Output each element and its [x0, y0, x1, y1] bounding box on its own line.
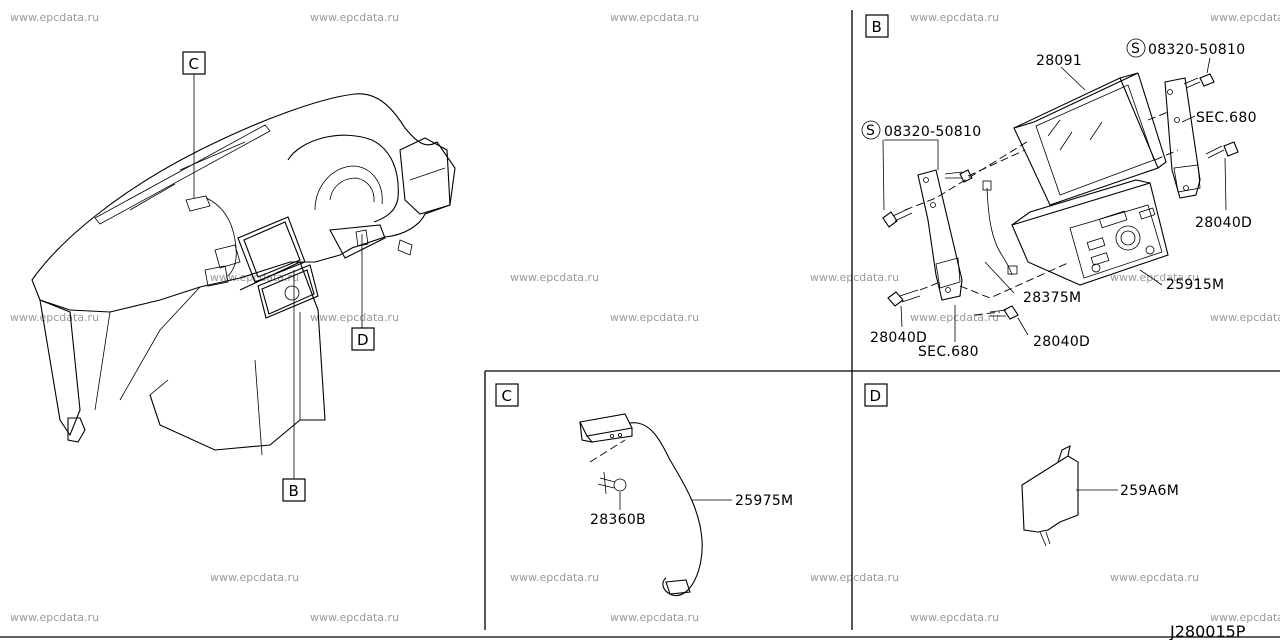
- ref-label: D: [870, 387, 882, 405]
- control-module: [1021, 445, 1079, 547]
- watermark: www.epcdata.ru: [1210, 11, 1280, 24]
- s-letter: S: [1131, 41, 1140, 57]
- part-label-sec680-bottom: SEC.680: [918, 344, 979, 360]
- part-label-259a6m: 259A6M: [1120, 483, 1179, 499]
- ref-label: C: [189, 55, 199, 73]
- clip-icon: [597, 471, 627, 495]
- screw-icon: [887, 289, 921, 307]
- screw-icon: [989, 305, 1019, 320]
- screw-icon: [944, 169, 973, 183]
- part-label-28040d-right: 28040D: [1195, 215, 1252, 231]
- panel-b: B: [861, 14, 1257, 360]
- s-symbol-icon: S: [861, 120, 881, 140]
- watermark: www.epcdata.ru: [910, 311, 999, 324]
- screw-icon: [882, 207, 913, 228]
- harness-cable: [629, 422, 703, 597]
- s-symbol-icon: S: [1126, 38, 1146, 58]
- watermark: www.epcdata.ru: [210, 271, 299, 284]
- panel-c: C 28360B 25975M: [495, 383, 793, 597]
- watermark: www.epcdata.ru: [510, 271, 599, 284]
- bracket-left: [917, 169, 963, 301]
- ref-label: C: [502, 387, 512, 405]
- ref-box-c[interactable]: C: [495, 383, 519, 407]
- part-label-25975m: 25975M: [735, 493, 793, 509]
- watermark: www.epcdata.ru: [10, 611, 99, 624]
- panel-frames: [0, 10, 1280, 638]
- ref-box-d[interactable]: D: [864, 383, 888, 407]
- watermark: www.epcdata.ru: [310, 611, 399, 624]
- screw-icon: [1183, 57, 1215, 89]
- part-label-sec680-top: SEC.680: [1196, 110, 1257, 126]
- watermark: www.epcdata.ru: [810, 571, 899, 584]
- audio-unit: [1011, 179, 1169, 286]
- ref-box-c-main[interactable]: C: [182, 51, 206, 75]
- watermark: www.epcdata.ru: [1210, 311, 1280, 324]
- watermark: www.epcdata.ru: [1210, 611, 1280, 624]
- watermark: www.epcdata.ru: [310, 11, 399, 24]
- part-label-08320-top: 08320-50810: [1148, 42, 1245, 58]
- ref-label: B: [289, 482, 299, 500]
- watermark: www.epcdata.ru: [10, 311, 99, 324]
- part-label-28091: 28091: [1036, 53, 1082, 69]
- module-block: [579, 413, 633, 443]
- ref-box-b-main[interactable]: B: [282, 478, 306, 502]
- watermark: www.epcdata.ru: [310, 311, 399, 324]
- panel-d: D 259A6M: [864, 383, 1179, 547]
- ref-label: D: [357, 331, 369, 349]
- part-label-28375m: 28375M: [1023, 290, 1081, 306]
- part-label-28040d-bottom: 28040D: [1033, 334, 1090, 350]
- s-letter: S: [866, 123, 875, 139]
- watermarks: www.epcdata.ru www.epcdata.ru www.epcdat…: [10, 11, 1280, 624]
- display-unit: [1013, 72, 1167, 206]
- dashboard-callouts: [193, 74, 363, 480]
- ref-box-b[interactable]: B: [865, 14, 889, 38]
- watermark: www.epcdata.ru: [910, 611, 999, 624]
- screw-icon: [1205, 141, 1239, 159]
- watermark: www.epcdata.ru: [1110, 271, 1199, 284]
- watermark: www.epcdata.ru: [910, 11, 999, 24]
- watermark: www.epcdata.ru: [210, 571, 299, 584]
- watermark: www.epcdata.ru: [610, 311, 699, 324]
- bracket-right: [1164, 77, 1201, 199]
- part-label-25915m: 25915M: [1166, 277, 1224, 293]
- watermark: www.epcdata.ru: [10, 11, 99, 24]
- watermark: www.epcdata.ru: [810, 271, 899, 284]
- watermark: www.epcdata.ru: [510, 571, 599, 584]
- watermark: www.epcdata.ru: [1110, 571, 1199, 584]
- dashboard-drawing: [31, 93, 456, 456]
- watermark: www.epcdata.ru: [610, 611, 699, 624]
- harness-cable: [986, 187, 1013, 276]
- part-label-28360b: 28360B: [590, 512, 646, 528]
- diagram-code: J280015P: [1169, 622, 1246, 640]
- part-label-08320-left: 08320-50810: [884, 124, 981, 140]
- ref-label: B: [872, 18, 882, 36]
- watermark: www.epcdata.ru: [610, 11, 699, 24]
- part-label-28040d-left: 28040D: [870, 330, 927, 346]
- ref-box-d-main[interactable]: D: [351, 327, 375, 351]
